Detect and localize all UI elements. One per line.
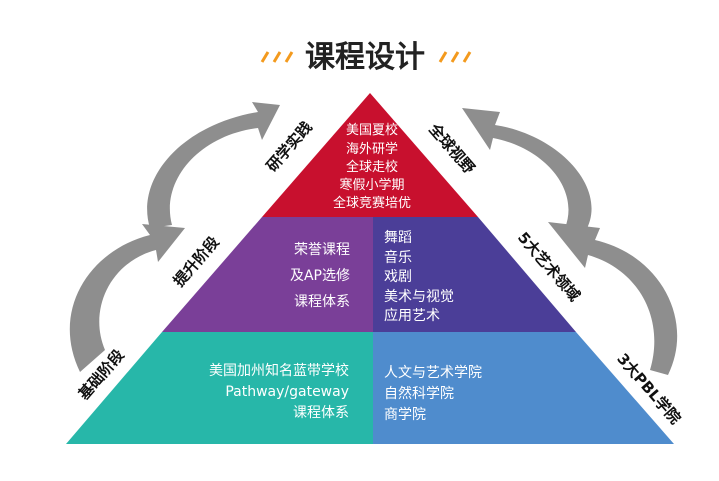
curved-arrow-icon	[548, 222, 678, 375]
list-item: 美术与视觉	[384, 289, 454, 305]
bottom-left-list: 美国加州知名蓝带学校 Pathway/gateway 课程体系	[209, 362, 349, 421]
list-item: 寒假小学期	[339, 177, 404, 193]
middle-tier-left	[162, 217, 373, 332]
list-item: 课程体系	[293, 405, 349, 421]
list-item: 舞蹈	[384, 230, 412, 246]
list-item: 美国夏校	[346, 122, 398, 138]
top-tier-list: 美国夏校 海外研学 全球走校 寒假小学期 全球竞赛培优	[333, 122, 411, 211]
list-item: 课程体系	[294, 294, 350, 310]
list-item: 人文与艺术学院	[384, 365, 482, 381]
middle-right-list: 舞蹈 音乐 戏剧 美术与视觉 应用艺术	[384, 230, 454, 324]
top-tier	[262, 93, 478, 217]
list-item: 全球走校	[346, 159, 398, 175]
list-item: 戏剧	[384, 269, 412, 285]
title-decoration-right	[438, 51, 472, 63]
list-item: 自然科学院	[384, 385, 454, 402]
title-decoration-left	[260, 51, 294, 63]
list-item: 荣誉课程	[294, 242, 350, 258]
bottom-tier-left	[66, 332, 373, 444]
list-item: 及AP选修	[290, 268, 350, 284]
bottom-tier-right	[373, 332, 674, 444]
curved-arrow-icon	[147, 102, 280, 228]
list-item: 音乐	[384, 249, 412, 266]
middle-left-list: 荣誉课程 及AP选修 课程体系	[290, 242, 350, 310]
right-arrows	[462, 108, 678, 375]
middle-tier-right	[373, 217, 576, 332]
list-item: 应用艺术	[384, 307, 440, 324]
curved-arrow-icon	[462, 108, 592, 232]
list-item: 美国加州知名蓝带学校	[209, 362, 349, 379]
page-title: 课程设计	[305, 40, 425, 75]
list-item: 商学院	[384, 407, 426, 423]
curved-arrow-icon	[69, 224, 185, 372]
left-arrows	[69, 102, 280, 372]
list-item: 海外研学	[346, 141, 398, 157]
list-item: Pathway/gateway	[225, 384, 349, 400]
list-item: 全球竞赛培优	[333, 195, 411, 211]
bottom-right-list: 人文与艺术学院 自然科学院 商学院	[384, 365, 482, 423]
